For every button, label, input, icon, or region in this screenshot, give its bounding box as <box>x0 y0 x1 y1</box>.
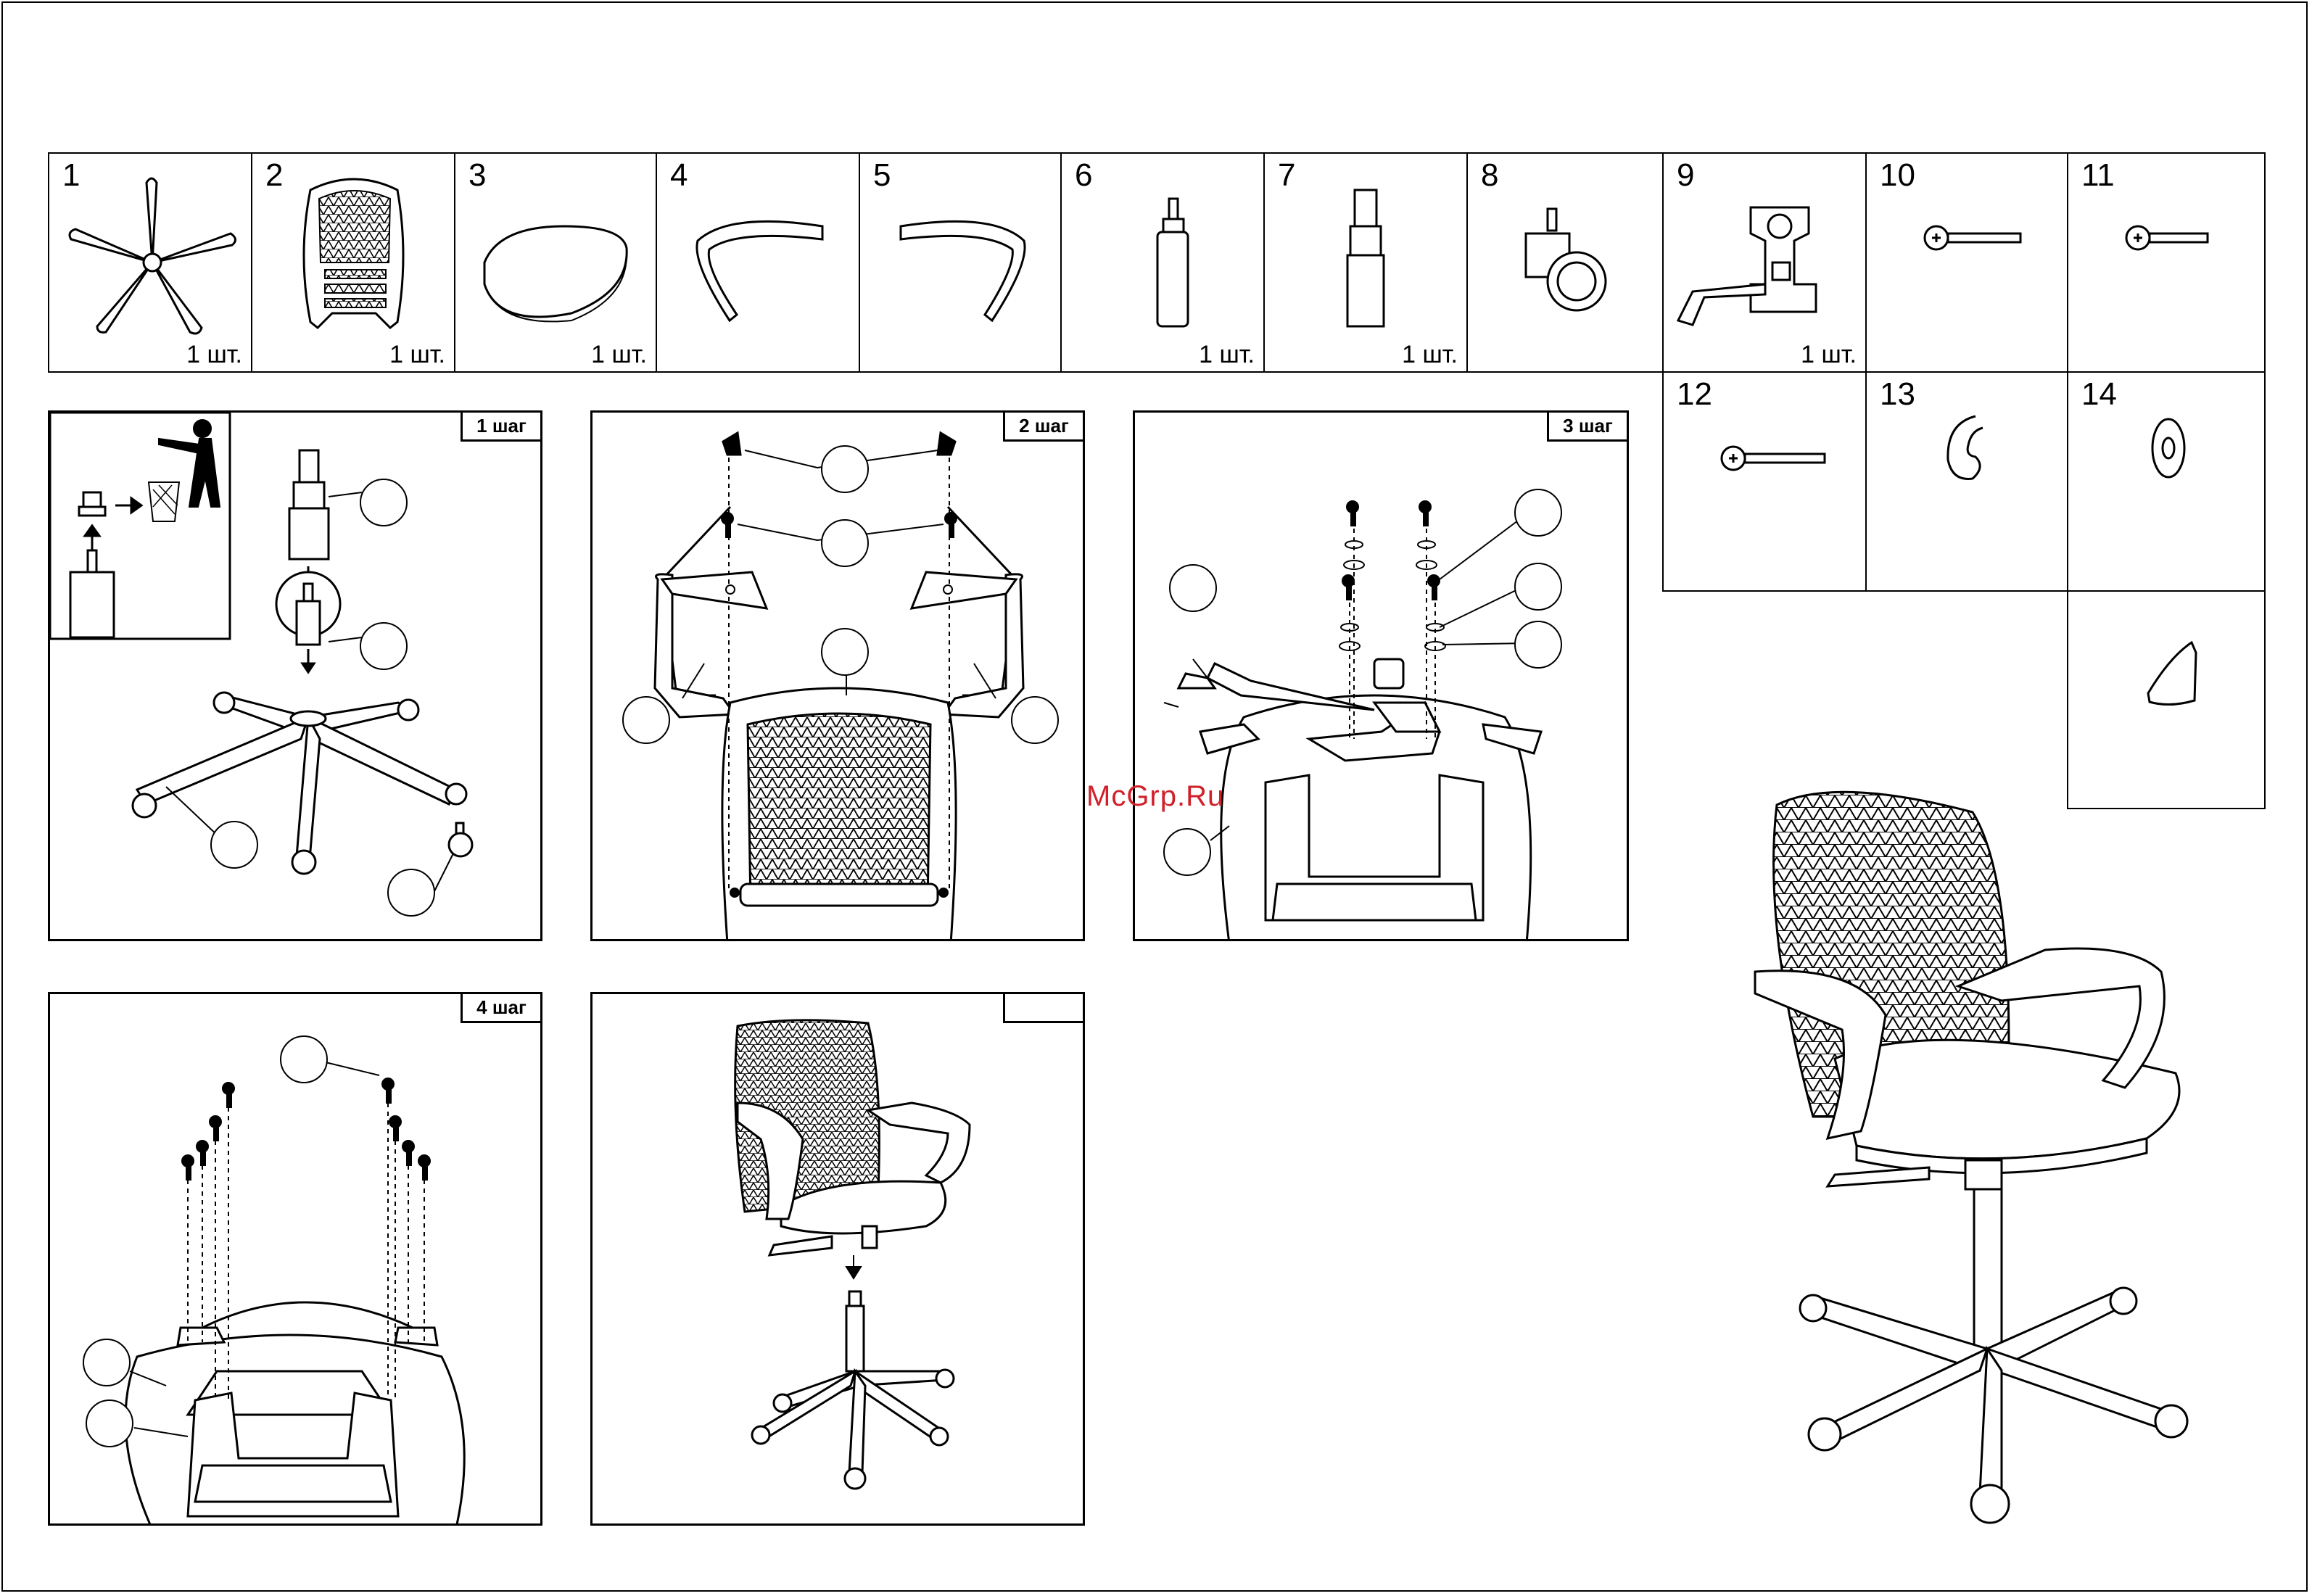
step-2-panel: 2 шаг <box>590 410 1085 941</box>
part-cell-11: 11 <box>2067 152 2266 373</box>
bolt-icon <box>1867 154 2071 374</box>
part-cell-7: 7 1 шт. <box>1263 152 1468 373</box>
step-5-illustration <box>593 994 1085 1526</box>
seat-cushion-icon <box>455 154 658 374</box>
left-armrest-icon <box>657 154 862 374</box>
step-2-label: 2 шаг <box>1003 413 1083 442</box>
part-cell-10: 10 <box>1865 152 2070 373</box>
part-cell-8: 8 <box>1466 152 1671 373</box>
short-bolt-icon <box>2068 154 2267 374</box>
part-cell-6: 6 1 шт. <box>1060 152 1265 373</box>
step-1-illustration <box>50 413 542 941</box>
caster-icon <box>1468 154 1672 374</box>
step-1-label: 1 шаг <box>461 413 540 442</box>
tilt-mechanism-icon <box>1664 154 1868 374</box>
spring-washer-icon <box>1867 373 2071 593</box>
step-1-panel: 1 шаг <box>48 410 542 941</box>
step-4-label: 4 шаг <box>461 994 540 1023</box>
lift-cover-icon <box>1265 154 1469 374</box>
part-cell-4: 4 <box>656 152 860 373</box>
part-cell-2: 2 1 шт. <box>251 152 455 373</box>
step-2-illustration <box>593 413 1085 941</box>
step-5-panel <box>590 992 1085 1526</box>
part-cell-14: 14 <box>2067 371 2266 592</box>
step-4-illustration <box>50 994 542 1526</box>
step-3-illustration <box>1135 413 1629 941</box>
mesh-backrest-icon <box>252 154 457 374</box>
armrest-cap-icon <box>2068 592 2267 811</box>
part-cell-12: 12 <box>1662 371 1867 592</box>
star-base-icon <box>49 154 254 374</box>
gas-lift-icon <box>1062 154 1266 374</box>
long-bolt-icon <box>1664 373 1868 593</box>
flat-washer-icon <box>2068 373 2267 593</box>
right-armrest-icon <box>860 154 1063 374</box>
part-cell-13: 13 <box>1865 371 2070 592</box>
step-3-panel: 3 шаг <box>1133 410 1629 941</box>
part-cell-1: 1 1 шт. <box>48 152 252 373</box>
step-3-label: 3 шаг <box>1547 413 1627 442</box>
step-5-label <box>1003 994 1083 1023</box>
step-4-panel: 4 шаг <box>48 992 542 1526</box>
part-cell-5: 5 <box>859 152 1062 373</box>
watermark: McGrp.Ru <box>1086 780 1224 813</box>
assembled-chair-illustration <box>1741 783 2212 1545</box>
part-cell-9: 9 1 шт. <box>1662 152 1867 373</box>
part-cell-3: 3 1 шт. <box>454 152 657 373</box>
part-cell-15 <box>2067 590 2266 809</box>
